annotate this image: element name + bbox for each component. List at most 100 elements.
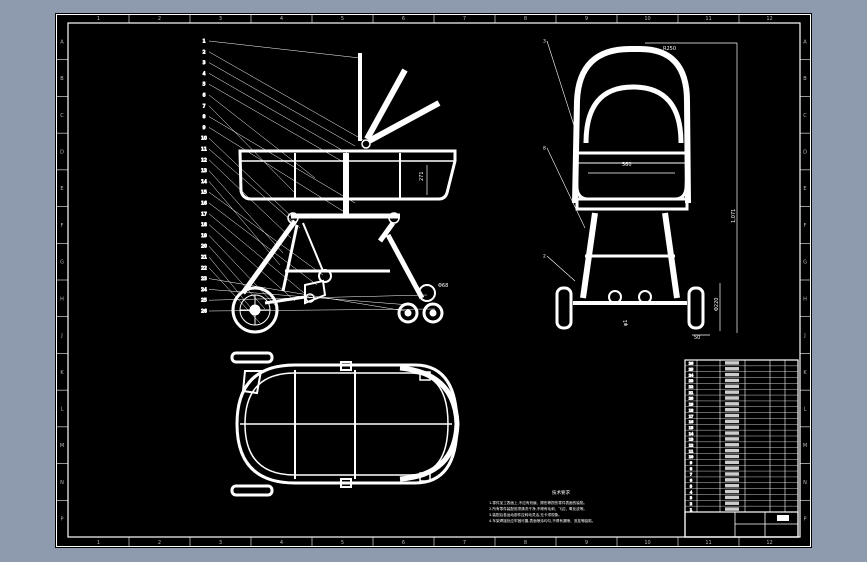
part-name-text	[725, 367, 739, 371]
part-name-text	[725, 402, 739, 406]
callout-number: 26	[201, 309, 207, 315]
technical-notes: 技术要求 1.零件加工表面上,不应有划痕、擦伤等损伤零件表面的缺陷。 2.所有零…	[489, 489, 595, 523]
callout-leader	[208, 256, 256, 314]
zone-column-label: 1	[97, 540, 100, 546]
callout-number: 13	[201, 168, 207, 174]
zone-column-label: 10	[644, 540, 650, 546]
callout-number: 17	[201, 211, 207, 217]
canopy-rib-2	[367, 100, 441, 144]
dim-wheel: Φ68	[438, 283, 448, 289]
callout-number: 6	[203, 93, 206, 99]
top-rear-wheel-left	[230, 351, 274, 364]
seat-front	[575, 197, 689, 211]
zone-row-label: H	[803, 296, 807, 302]
dim-axle-height: Φ220	[714, 298, 720, 311]
zone-column-label: 9	[585, 540, 588, 546]
top-joint-right	[340, 478, 352, 488]
zone-column-label: 10	[644, 16, 650, 22]
zone-row-label: P	[60, 517, 63, 523]
callout-number: 2	[203, 49, 206, 55]
part-number: 5	[690, 484, 692, 488]
zone-row-label: N	[60, 480, 64, 486]
callout-leader	[208, 213, 311, 299]
zone-row-label: P	[803, 517, 806, 523]
zone-row-label: C	[803, 113, 807, 119]
dim-wheel-offset: 50	[694, 335, 700, 341]
zone-row-label: K	[803, 370, 807, 376]
front-wheel-2	[422, 302, 444, 324]
zone-row-label: M	[60, 443, 64, 449]
part-number: 20	[689, 397, 694, 401]
zone-row-label: J	[803, 333, 805, 339]
note-line-3: 3.装配后各运动部件应转动灵活,无卡滞现象。	[489, 512, 562, 517]
part-name-text	[725, 390, 739, 394]
dim-basket-height: 271	[419, 171, 425, 181]
top-joint-left	[340, 361, 352, 371]
zone-column-label: 6	[402, 540, 405, 546]
callout-number: 23	[201, 276, 207, 282]
zone-column-label: 6	[402, 16, 405, 22]
part-number: 3	[690, 496, 692, 500]
dim-width: 560	[622, 162, 632, 168]
bassinet	[238, 149, 457, 201]
axle-bearing-right	[638, 290, 652, 304]
left-wheel	[555, 286, 573, 330]
bassinet-top	[235, 363, 459, 485]
front-wheel-1	[397, 302, 419, 324]
zone-row-label: G	[803, 260, 807, 266]
note-line-2: 2.所有零件装配前须清洗干净,不得有毛刺、飞边、氧化皮等。	[489, 506, 587, 511]
callout-leader	[208, 170, 284, 254]
part-name-text	[725, 472, 739, 476]
zone-row-label: B	[803, 76, 807, 82]
zone-row-label: A	[803, 39, 807, 45]
front-brace	[377, 221, 396, 243]
callout-number: 7	[203, 103, 206, 109]
zone-row-label: K	[60, 370, 64, 376]
part-name-text	[725, 466, 739, 470]
zone-column-label: 2	[158, 16, 161, 22]
rear-strut	[281, 224, 299, 292]
part-number: 22	[689, 385, 694, 389]
zone-column-label: 11	[705, 16, 711, 22]
part-name-text	[725, 384, 739, 389]
callout-leader	[208, 138, 294, 219]
part-number: 6	[690, 479, 693, 483]
zone-column-label: 12	[766, 16, 772, 22]
callout-number: 5	[203, 82, 206, 88]
part-name-text	[725, 396, 739, 400]
zone-column-label: 5	[341, 540, 344, 546]
part-name-text	[725, 489, 739, 494]
brake-housing	[304, 279, 327, 305]
zone-column-label: 3	[219, 540, 222, 546]
zone-row-label: E	[803, 186, 806, 192]
part-number: 17	[689, 414, 694, 418]
zone-column-label: 8	[524, 540, 527, 546]
zone-row-label: G	[60, 260, 64, 266]
front-wheel-1-hub	[404, 309, 412, 317]
front-callout-number: 8	[543, 146, 546, 152]
part-name-text	[725, 507, 739, 511]
dim-canopy: R250	[663, 46, 676, 52]
front-view-callouts: 382	[543, 39, 586, 282]
zone-column-label: 4	[280, 540, 283, 546]
part-name-text	[725, 478, 739, 482]
zone-row-label: H	[60, 296, 64, 302]
canopy-inner	[583, 84, 684, 144]
part-number: 14	[689, 432, 694, 436]
zone-row-label: M	[803, 443, 807, 449]
part-name-text	[725, 448, 739, 453]
part-name-text	[725, 443, 739, 447]
part-number: 25	[689, 367, 694, 371]
part-name-text	[725, 437, 739, 441]
part-name-text	[725, 361, 739, 365]
callout-number: 20	[201, 244, 207, 250]
notes-title: 技术要求	[552, 489, 570, 496]
part-number: 24	[689, 373, 694, 377]
part-number: 19	[689, 403, 694, 407]
canopy-outer	[572, 46, 691, 204]
callout-number: 15	[201, 190, 207, 196]
callout-number: 12	[201, 157, 207, 163]
part-number: 11	[689, 449, 694, 453]
zone-row-label: N	[803, 480, 807, 486]
callout-leader	[208, 51, 366, 142]
